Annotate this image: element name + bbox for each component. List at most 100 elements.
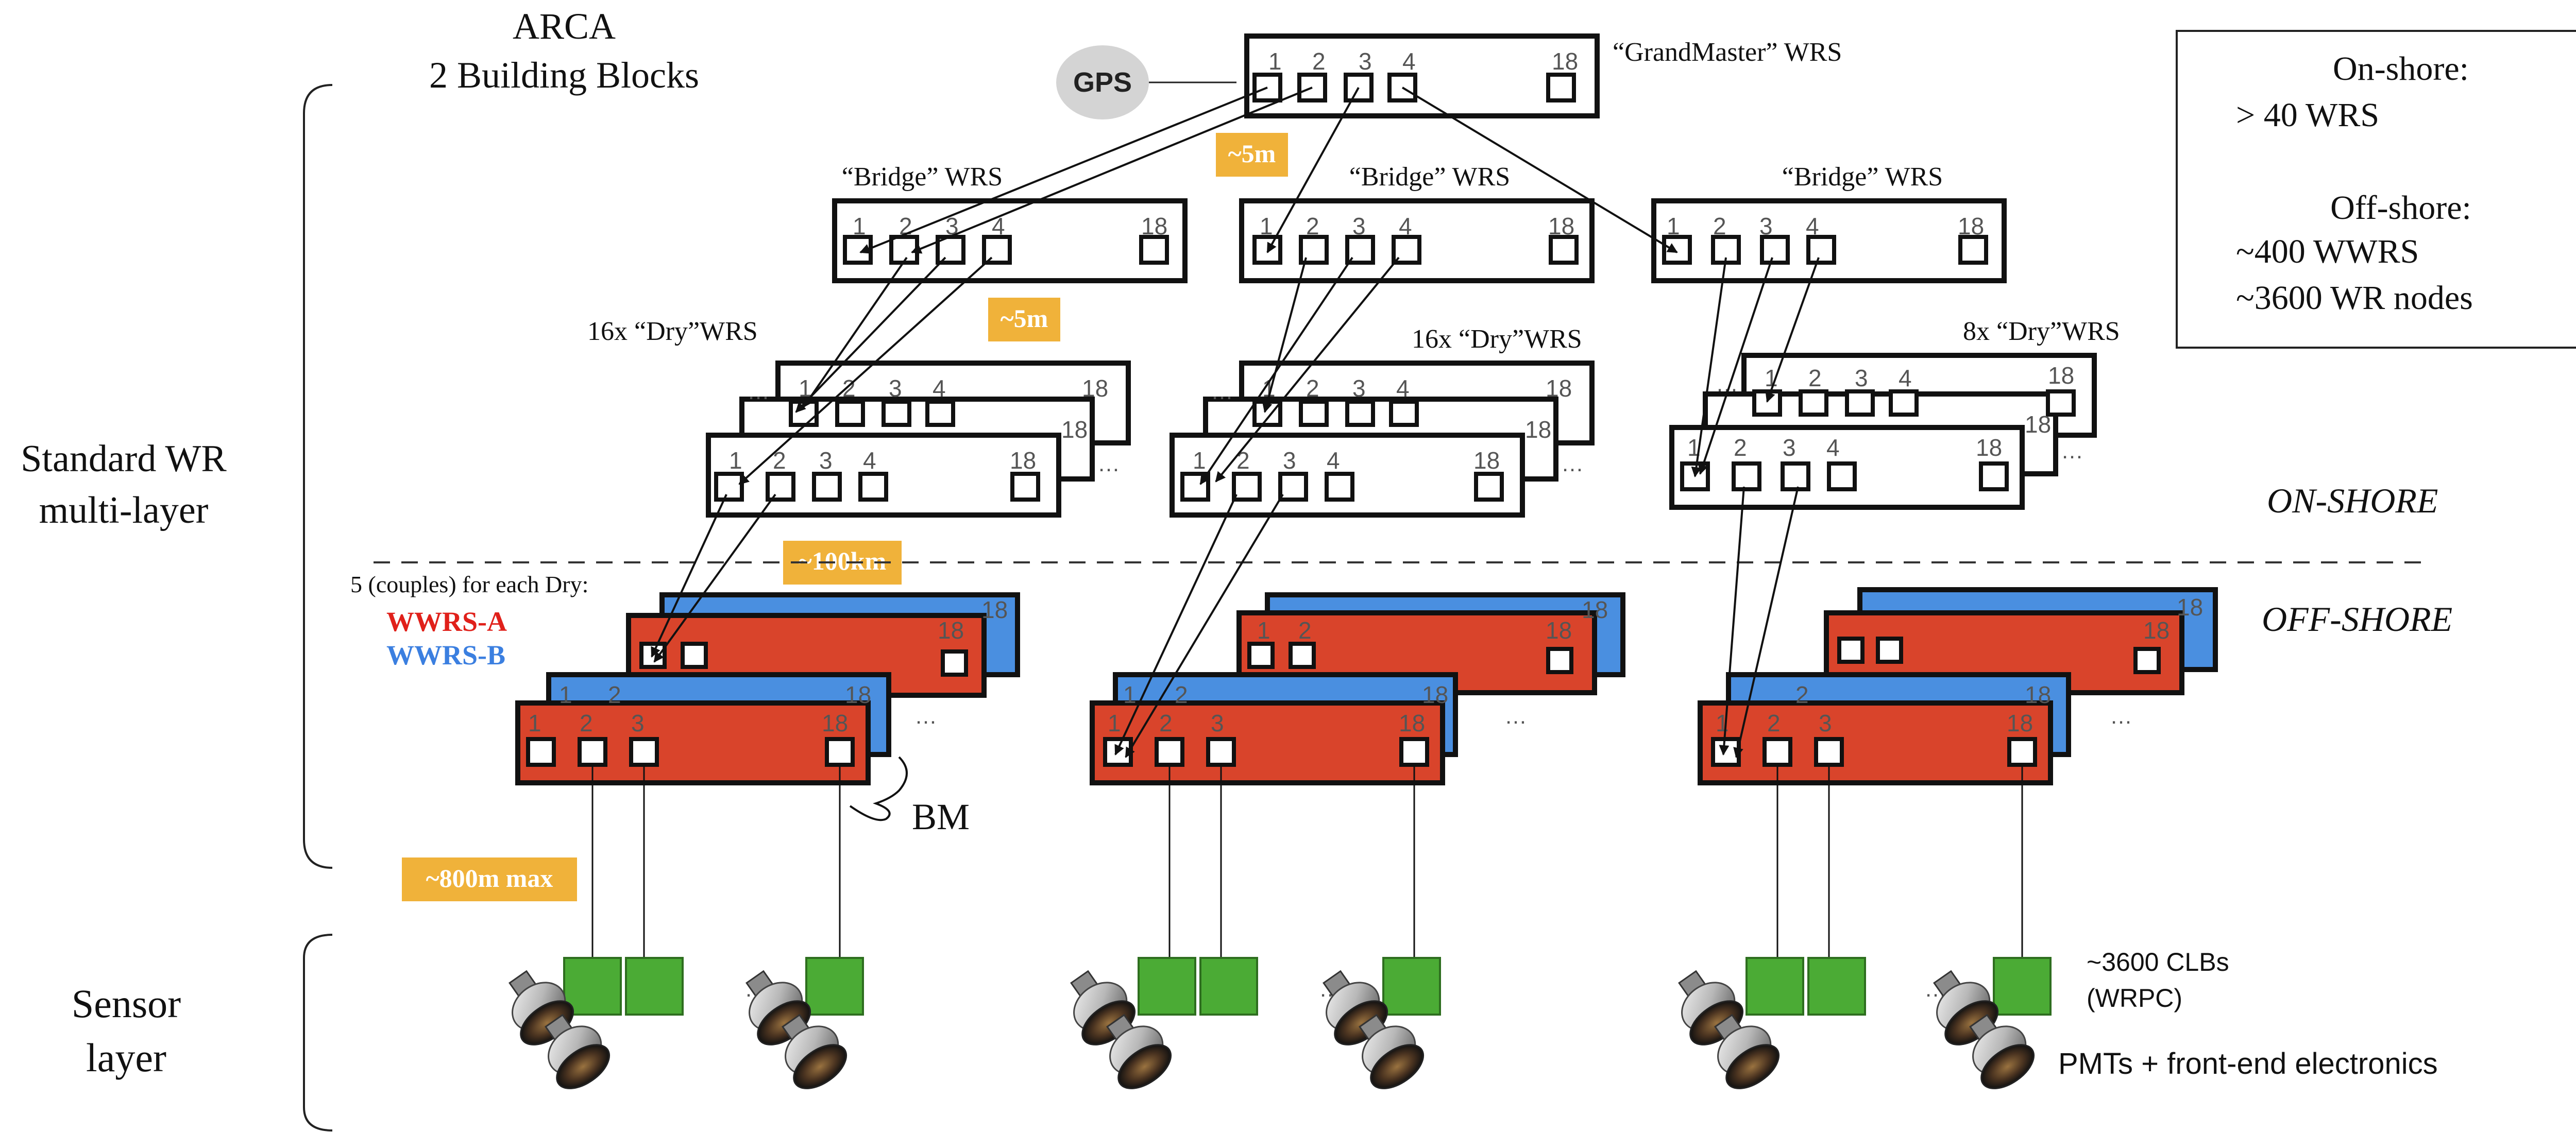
port-label: 2 xyxy=(1808,365,1822,391)
title-line1: ARCA xyxy=(513,6,616,47)
wwrs-b-label: WWRS-B xyxy=(386,640,505,671)
port-label: 18 xyxy=(2177,594,2203,621)
port-label: 2 xyxy=(1159,710,1173,736)
port-label: 18 xyxy=(1976,434,2002,461)
bridge-label-3: “Bridge” WRS xyxy=(1782,162,1943,192)
port-label: 3 xyxy=(1819,710,1832,736)
port-label: 2 xyxy=(1236,447,1250,474)
port-label: 18 xyxy=(938,617,964,644)
standard-layer-bracket xyxy=(304,85,332,868)
port-label: 2 xyxy=(1734,434,1747,461)
port-label: 3 xyxy=(889,375,902,402)
gps-label: GPS xyxy=(1073,67,1132,98)
standard-layer-label-line2: multi-layer xyxy=(39,489,209,531)
port-label: 4 xyxy=(933,375,946,402)
port-label: 1 xyxy=(1257,617,1270,644)
port-label: 18 xyxy=(2048,362,2074,389)
couples-note: 5 (couples) for each Dry: xyxy=(350,571,588,597)
distance-tag-4-text: ~800m max xyxy=(426,864,553,893)
bm-label: BM xyxy=(912,796,970,837)
port-label: 3 xyxy=(1283,447,1296,474)
dry-label-3: 8x “Dry”WRS xyxy=(1963,317,2120,346)
port-label: 18 xyxy=(2007,710,2033,736)
summary-onshore-title: On-shore: xyxy=(2333,50,2469,88)
port-label: 18 xyxy=(1473,447,1500,474)
port-label: 18 xyxy=(1546,375,1572,402)
port-label: 2 xyxy=(1795,681,1809,708)
summary-onshore-count: > 40 WRS xyxy=(2236,96,2379,134)
clb-label-line1: ~3600 CLBs xyxy=(2087,948,2229,976)
port-label: 18 xyxy=(822,710,848,736)
port-label: 4 xyxy=(1826,434,1840,461)
port-label: 18 xyxy=(1552,48,1578,75)
port-label: 18 xyxy=(2143,617,2170,644)
sensor-layer-label-line2: layer xyxy=(86,1035,166,1080)
port-label: 18 xyxy=(1082,375,1108,402)
grandmaster-switch: 1 2 3 4 18 xyxy=(1247,36,1597,116)
port-label: 1 xyxy=(1123,681,1137,708)
port-label: 2 xyxy=(1175,681,1188,708)
dry-label-2: 16x “Dry”WRS xyxy=(1412,324,1582,354)
ellipsis: … xyxy=(1504,704,1527,729)
port-label: 3 xyxy=(819,447,833,474)
port-label: 4 xyxy=(1396,375,1410,402)
distance-tag-1-text: ~5m xyxy=(1228,139,1276,168)
distance-tag-3-text: ~100km xyxy=(799,546,886,575)
port-label: 18 xyxy=(2025,411,2051,438)
distance-tag-2-text: ~5m xyxy=(1001,304,1048,333)
ellipsis: … xyxy=(1211,379,1233,404)
port-label: 18 xyxy=(981,596,1008,623)
ellipsis: … xyxy=(2110,704,2132,729)
ellipsis: … xyxy=(1561,451,1584,476)
port-label: 3 xyxy=(1352,375,1366,402)
offshore-label: OFF-SHORE xyxy=(2262,599,2452,639)
port-label: 18 xyxy=(1582,596,1608,623)
sensor-layer-bracket xyxy=(304,935,332,1130)
port-label: 18 xyxy=(1399,710,1425,736)
dry-label-1: 16x “Dry”WRS xyxy=(587,317,758,346)
port-label: 4 xyxy=(863,447,876,474)
port-label: 2 xyxy=(608,681,621,708)
title-line2: 2 Building Blocks xyxy=(429,55,699,96)
dry-stack-2: 1 2 3 4 18 18 1 2 3 4 18 … … xyxy=(1172,363,1592,515)
port-label: 3 xyxy=(1855,365,1868,391)
port-label: 1 xyxy=(528,710,541,736)
ellipsis: … xyxy=(2061,438,2083,464)
bridge-label-1: “Bridge” WRS xyxy=(842,162,1003,192)
port-label: 2 xyxy=(842,375,856,402)
port-label: 3 xyxy=(1211,710,1224,736)
dry-stack-3: 1 2 3 4 18 18 1 2 3 4 18 … … xyxy=(1672,355,2094,507)
port-label: 2 xyxy=(1767,710,1781,736)
summary-offshore-wwrs: ~400 WWRS xyxy=(2236,233,2419,270)
ellipsis: … xyxy=(1097,451,1120,476)
port-label: 4 xyxy=(1899,365,1912,391)
port-label: 18 xyxy=(845,681,871,708)
dry-stack-1: 1 2 3 4 18 18 1 2 3 4 18 … … xyxy=(708,363,1128,515)
port-label: 3 xyxy=(1359,48,1372,75)
port-label: 18 xyxy=(1061,416,1088,443)
port-label: 1 xyxy=(1268,48,1282,75)
bridge-label-2: “Bridge” WRS xyxy=(1349,162,1510,192)
port-label: 2 xyxy=(1306,375,1319,402)
bridge-switch-3: 1 2 3 4 18 xyxy=(1654,201,2004,281)
grandmaster-label: “GrandMaster” WRS xyxy=(1613,38,1842,67)
standard-layer-label-line1: Standard WR xyxy=(21,438,227,480)
port-label: 4 xyxy=(1402,48,1416,75)
port-label: 18 xyxy=(1525,416,1551,443)
port-label: 1 xyxy=(559,681,572,708)
clb-links xyxy=(592,765,2022,984)
port-label: 18 xyxy=(1422,681,1448,708)
port-label: 18 xyxy=(1010,447,1036,474)
port-label: 2 xyxy=(1298,617,1312,644)
wwrs-a-label: WWRS-A xyxy=(386,606,507,637)
ellipsis: … xyxy=(747,379,770,404)
port-label: 1 xyxy=(729,447,742,474)
sensor-layer-label-line1: Sensor xyxy=(72,981,181,1026)
port-label: 18 xyxy=(1546,617,1572,644)
summary-offshore-nodes: ~3600 WR nodes xyxy=(2236,279,2473,317)
summary-offshore-title: Off-shore: xyxy=(2330,189,2471,227)
pmt-label: PMTs + front-end electronics xyxy=(2058,1047,2438,1080)
port-label: 1 xyxy=(1193,447,1206,474)
port-label: 18 xyxy=(2025,681,2051,708)
